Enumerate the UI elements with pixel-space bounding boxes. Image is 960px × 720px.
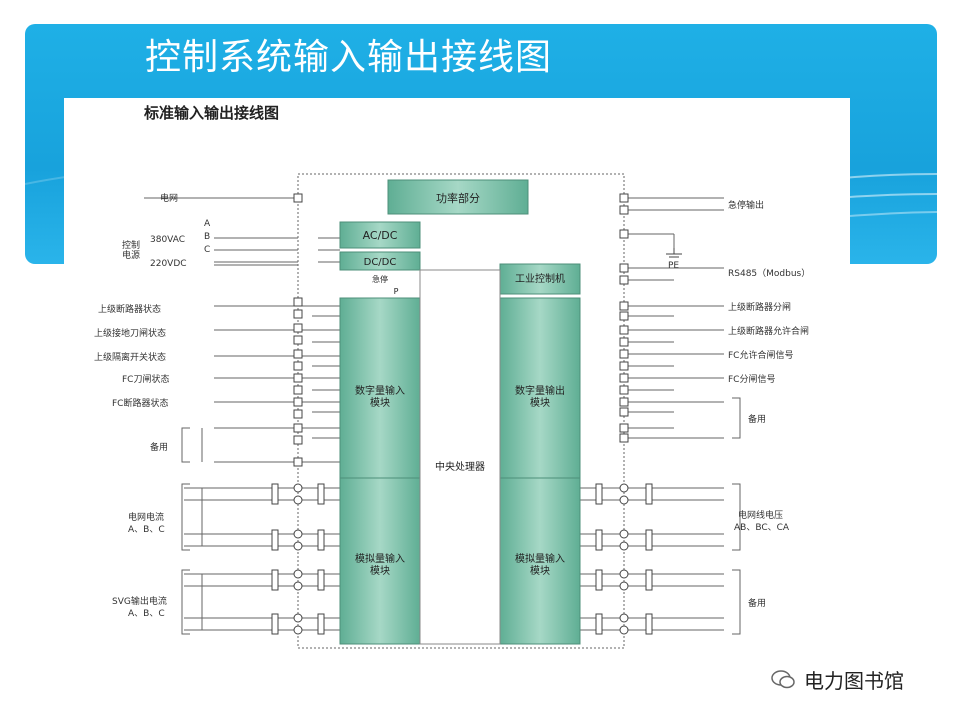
grid-current-label-2: A、B、C xyxy=(128,525,165,535)
ai-label-1: 模拟量输入 xyxy=(355,552,405,565)
do-label-2: 模块 xyxy=(530,397,550,409)
grid-voltage-bracket xyxy=(732,483,741,551)
wiring-diagram-svg: 功率部分 AC/DC DC/DC 工业控制机 数字量输入 模块 数字量输出 模块… xyxy=(94,173,810,649)
rs485-label: RS485（Modbus） xyxy=(728,268,810,279)
estop-out-label: 急停输出 xyxy=(728,199,764,211)
dcdc-label: DC/DC xyxy=(364,257,397,268)
p-label: P xyxy=(394,287,399,296)
svg-current-label-1: SVG输出电流 xyxy=(112,595,167,607)
do-output-lines xyxy=(624,197,724,439)
di-s5-label: FC断路器状态 xyxy=(112,397,168,409)
phase-a-label: A xyxy=(204,219,211,229)
watermark: 电力图书馆 xyxy=(770,665,904,693)
phase-c-label: C xyxy=(204,245,210,255)
ao-module xyxy=(499,477,581,645)
ctrl-power-label-1: 控制 xyxy=(122,239,140,251)
ipc-block xyxy=(499,263,581,295)
di-s1-label: 上级断路器状态 xyxy=(98,303,161,315)
spare2-bracket xyxy=(732,569,741,635)
di-label-2: 模块 xyxy=(370,397,390,409)
ctrl-power-label-2: 电源 xyxy=(122,249,140,261)
grid-voltage-label-1: 电网线电压 xyxy=(738,509,783,521)
do-label-1: 数字量输出 xyxy=(515,384,565,397)
di-module xyxy=(339,297,421,479)
estop-label: 急停 xyxy=(372,274,388,284)
grid-voltage-label-2: AB、BC、CA xyxy=(734,523,790,533)
cpu-area xyxy=(419,269,501,645)
analog-terminals xyxy=(271,483,653,635)
spare-bracket xyxy=(732,397,741,439)
cpu-label: 中央处理器 xyxy=(435,460,485,473)
di-s4-label: FC刀闸状态 xyxy=(122,373,169,385)
wiring-diagram: 标准输入输出接线图 xyxy=(64,98,850,670)
do-module xyxy=(499,297,581,479)
slide-title: 控制系统输入输出接线图 xyxy=(145,37,553,78)
di-spare-label: 备用 xyxy=(150,441,168,453)
terminal-blocks xyxy=(293,193,629,467)
acdc-label: AC/DC xyxy=(363,229,398,242)
ai-module xyxy=(339,477,421,645)
di-input-lines xyxy=(201,305,340,463)
ai-label-2: 模块 xyxy=(370,565,390,577)
watermark-text: 电力图书馆 xyxy=(804,668,904,693)
power-label: 功率部分 xyxy=(436,191,480,205)
di-s2-label: 上级接地刀闸状态 xyxy=(94,327,166,339)
grid-current-label-1: 电网电流 xyxy=(128,511,164,523)
v220-label: 220VDC xyxy=(150,259,187,269)
grid-label: 电网 xyxy=(160,192,178,204)
diagram-subtitle: 标准输入输出接线图 xyxy=(144,104,280,122)
wechat-icon xyxy=(771,670,795,689)
do-o3-label: FC允许合闸信号 xyxy=(728,349,793,361)
pe-ground-symbol xyxy=(666,248,682,258)
pe-label: PE xyxy=(668,261,679,271)
svg-current-label-2: A、B、C xyxy=(128,609,165,619)
phase-b-label: B xyxy=(204,232,210,242)
ao-label-2: 模块 xyxy=(530,565,550,577)
do-spare-label: 备用 xyxy=(748,413,766,425)
do-o1-label: 上级断路器分闸 xyxy=(728,301,791,313)
ai-input-lines xyxy=(184,487,340,631)
spare2-label: 备用 xyxy=(748,597,766,609)
v380-label: 380VAC xyxy=(150,235,185,245)
ao-output-lines xyxy=(580,487,724,631)
ao-label-1: 模拟量输入 xyxy=(515,552,565,565)
power-block xyxy=(387,179,529,215)
di-label-1: 数字量输入 xyxy=(355,384,405,397)
dcdc-block xyxy=(339,251,421,271)
do-o4-label: FC分闸信号 xyxy=(728,373,775,385)
ipc-label: 工业控制机 xyxy=(515,272,565,285)
do-o2-label: 上级断路器允许合闸 xyxy=(728,325,809,337)
di-s3-label: 上级隔离开关状态 xyxy=(94,351,166,363)
acdc-block xyxy=(339,221,421,249)
